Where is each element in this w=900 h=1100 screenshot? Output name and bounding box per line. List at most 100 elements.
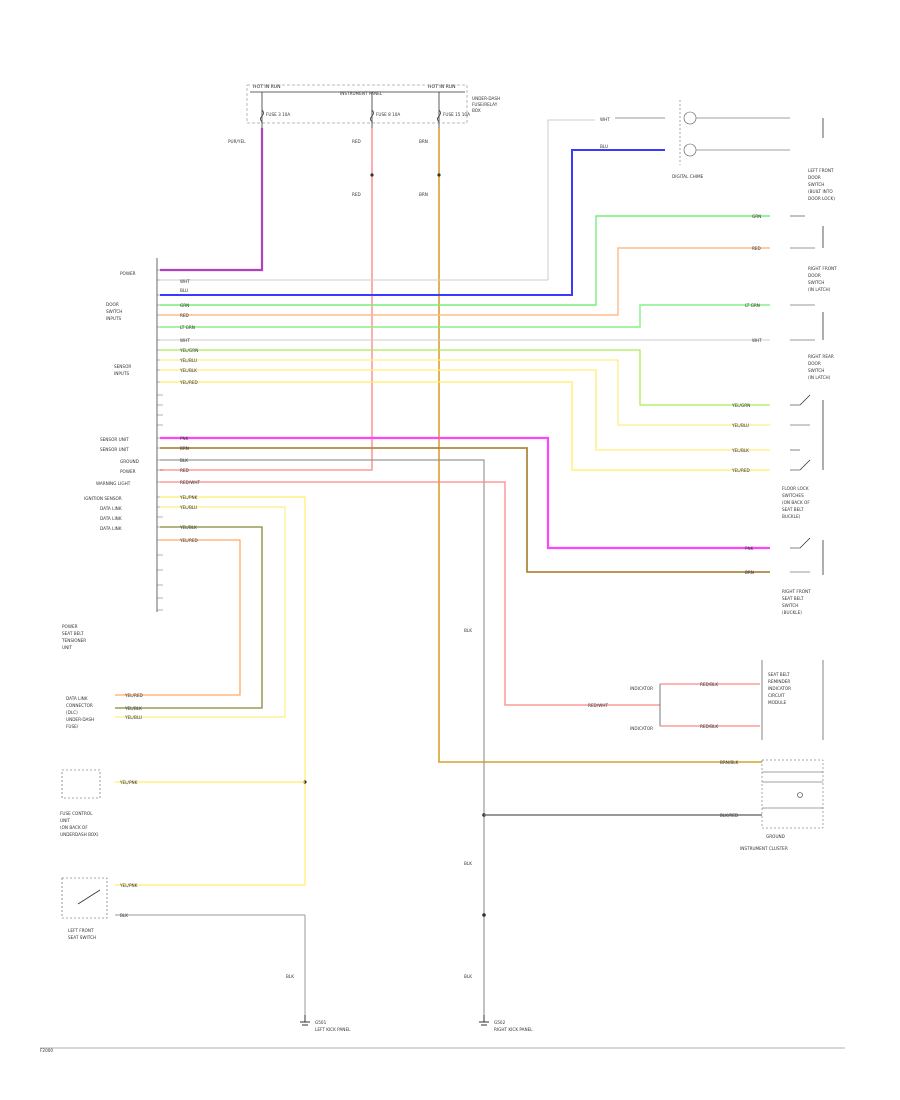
lf-label-3: SWITCH <box>808 182 824 187</box>
hot-label-2: HOT IN RUN <box>428 84 456 90</box>
wire-yel-pnk <box>115 496 306 886</box>
wire-label-blu-top: BLU <box>600 144 608 149</box>
wire-label-blk-seat: BLK <box>120 913 128 918</box>
wire-label-yel-blk: YEL/BLK <box>179 368 197 373</box>
g501-label-1: G501 <box>315 1020 327 1025</box>
rr-label-4: (IN LATCH) <box>808 375 831 380</box>
wire-grn <box>160 215 770 306</box>
blk-label-2: BLK <box>464 861 472 866</box>
floor-label-1: FLOOR LOCK <box>782 486 809 491</box>
rf-label-2: DOOR <box>808 273 821 278</box>
left-label-data-link-2: DATA LINK <box>100 516 122 521</box>
seat-switch-box <box>61 877 108 919</box>
wire-label-red-2: RED <box>352 192 361 197</box>
ground-g502: G502 RIGHT KICK PANEL <box>479 1015 533 1032</box>
cluster-label-1: SEAT BELT <box>768 672 790 677</box>
fuse-label-3: FUSE 15 10A <box>443 112 470 117</box>
rs-label-1: RIGHT FRONT <box>782 589 811 594</box>
wire-label-red-blk-2: RED/BLK <box>700 724 718 729</box>
wire-yel-dlc-3 <box>115 539 241 696</box>
module-label-4: UNIT <box>62 645 72 650</box>
rs-label-3: SWITCH <box>782 603 798 608</box>
wire-blu <box>160 149 665 296</box>
blk-label-1: BLK <box>464 628 472 633</box>
module-label-2: SEAT BELT <box>62 631 84 636</box>
wire-label-pur-yel-top: PUR/YEL <box>228 139 246 144</box>
wire-pur-yel-power <box>160 128 264 272</box>
left-label-sensor-unit-1: SENSOR UNIT <box>100 437 129 442</box>
floor-label-3: (ON BACK OF <box>782 500 810 505</box>
wire-label-pnk-right: PNK <box>745 546 754 551</box>
cluster-gnd-label: GROUND <box>766 834 785 839</box>
cluster-label-4: CIRCUIT <box>768 693 785 698</box>
wire-lt-grn <box>160 304 770 328</box>
wire-blk-ground <box>160 459 485 1015</box>
wire-red-wht <box>160 481 660 706</box>
fuse-label-2: FUSE 8 10A <box>376 112 400 117</box>
left-label-ignition-sensor: IGNITION SENSOR <box>84 496 122 501</box>
splice-brn <box>437 173 441 177</box>
wire-yel-dlc-2 <box>115 526 263 709</box>
fuse-control-unit-box <box>61 769 101 799</box>
ground-g501: G501 LEFT KICK PANEL <box>300 1015 351 1032</box>
digital-chime-label: DIGITAL CHIME <box>672 174 704 179</box>
wire-label-brn-blk: BRN/BLK <box>720 760 739 765</box>
module-label-3: TENSIONER <box>61 638 86 643</box>
wire-label-red-3: RED <box>180 313 189 318</box>
wire-label-yel-blu: YEL/BLU <box>179 358 197 363</box>
wire-label-yel-pnk: YEL/PNK <box>179 495 198 500</box>
rr-label-1: RIGHT REAR <box>808 354 834 359</box>
instrument-cluster-label: INSTRUMENT CLUSTER <box>740 846 788 851</box>
left-label-sensor-1: SENSOR <box>114 364 131 369</box>
wire-yel-red <box>160 381 770 471</box>
wire-yel-dlc-1 <box>115 506 286 718</box>
wire-label-yel-red: YEL/RED <box>179 380 198 385</box>
wire-label-yel-3: YEL/RED <box>179 538 198 543</box>
wire-label-blk-red: BLK/RED <box>720 813 738 818</box>
hot-label-1: HOT IN RUN <box>253 84 281 90</box>
left-label-ground: GROUND <box>120 459 139 464</box>
dlc-label-3: (DLC) <box>66 710 78 715</box>
left-label-sensor-2: INPUTS <box>114 371 130 376</box>
left-label-door-3: INPUTS <box>106 316 122 321</box>
seat-label-2: SEAT SWITCH <box>68 935 96 940</box>
seat-label-1: LEFT FRONT <box>68 928 94 933</box>
rf-label-1: RIGHT FRONT <box>808 266 837 271</box>
floor-label-4: SEAT BELT <box>782 507 804 512</box>
left-label-door-1: DOOR <box>106 302 119 307</box>
wire-label-yel-pnk-seat: YEL/PNK <box>119 883 138 888</box>
wire-label-dlc-2: YEL/BLK <box>124 706 142 711</box>
wire-label-lt-grn: LT GRN <box>180 325 195 330</box>
wire-label-yel-pnk-fcu: YEL/PNK <box>119 780 138 785</box>
wire-label-red-right: RED <box>752 246 761 251</box>
fcu-label-1: FUSE CONTROL <box>60 811 93 816</box>
splice-red <box>370 173 374 177</box>
fuse-box-desc-2: FUSE/RELAY <box>472 102 498 107</box>
lf-label-2: DOOR <box>808 175 821 180</box>
fuse-2: FUSE 8 10A <box>370 92 400 128</box>
blk-label-3: BLK <box>464 974 472 979</box>
left-front-door-switch: DIGITAL CHIME LEFT FRONT DOOR SWITCH (BU… <box>672 100 835 201</box>
dlc-label-1: DATA LINK <box>66 696 88 701</box>
rr-label-3: SWITCH <box>808 368 824 373</box>
wire-label-red-wht-right: RED/WHT <box>588 703 608 708</box>
dlc-label-5: FUSE/ <box>66 724 79 729</box>
ip-fuse-label: INSTRUMENT PANEL <box>340 91 383 96</box>
footer-code: F2000 <box>40 1048 53 1053</box>
wire-label-wht-top: WHT <box>600 117 610 122</box>
wire-label-yel-1: YEL/BLU <box>179 505 197 510</box>
fuse-box-desc-3: BOX <box>472 108 481 113</box>
cluster-label-2: REMINDER <box>768 679 790 684</box>
g502-label-1: G502 <box>494 1020 506 1025</box>
wire-label-lt-grn-right: LT GRN <box>745 303 760 308</box>
floor-label-2: SWITCHES <box>782 493 804 498</box>
cluster-label-5: MODULE <box>768 700 787 705</box>
instrument-cluster: SEAT BELT REMINDER INDICATOR CIRCUIT MOD… <box>740 660 824 851</box>
rs-label-4: (BUCKLE) <box>782 610 802 615</box>
fuse-box-desc-1: UNDER-DASH <box>472 96 500 101</box>
wire-label-dlc-3: YEL/BLU <box>124 715 142 720</box>
right-front-seat-belt-switch: RIGHT FRONT SEAT BELT SWITCH (BUCKLE) <box>782 537 824 615</box>
rr-label-2: DOOR <box>808 361 821 366</box>
g501-label-2: LEFT KICK PANEL <box>315 1027 351 1032</box>
